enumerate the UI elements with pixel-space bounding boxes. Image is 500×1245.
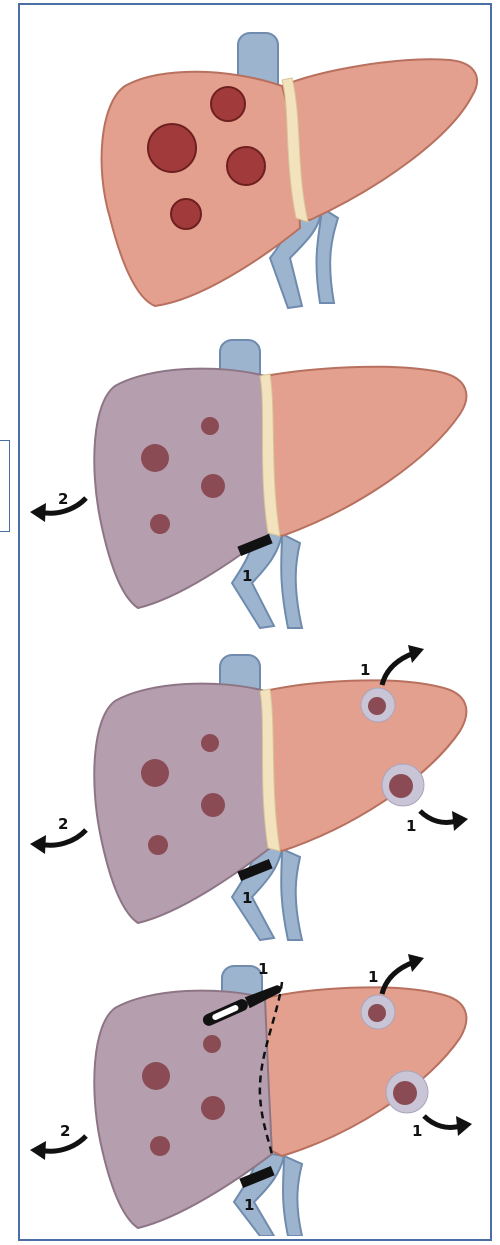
curved-arrow-icon xyxy=(420,811,456,823)
tumor xyxy=(227,147,265,185)
panel-1-liver-tumors xyxy=(20,8,490,313)
tumor xyxy=(201,474,225,498)
tumor xyxy=(368,1004,386,1022)
panel-3-ablation: 1 2 1 1 xyxy=(20,635,490,945)
ablation-label: 1 xyxy=(368,968,378,986)
clamp-label: 1 xyxy=(242,567,252,585)
panel-2-svg: 1 2 xyxy=(20,328,490,633)
tumor xyxy=(201,417,219,435)
tumor xyxy=(389,774,413,798)
panel-3-svg: 1 2 1 1 xyxy=(20,635,490,945)
tumor xyxy=(171,199,201,229)
panel-4-svg: 1 1 2 1 1 xyxy=(20,946,490,1236)
arrowhead xyxy=(408,954,424,972)
tumor xyxy=(211,87,245,121)
ablation-label: 1 xyxy=(406,817,416,835)
tumor xyxy=(150,1136,170,1156)
arrowhead xyxy=(30,1141,46,1160)
tumor xyxy=(141,444,169,472)
right-lobe xyxy=(282,59,477,220)
tumor xyxy=(142,1062,170,1090)
knife-label: 1 xyxy=(258,960,268,978)
tumor xyxy=(368,697,386,715)
left-lobe xyxy=(102,72,300,306)
tumor xyxy=(148,835,168,855)
arrow-label: 2 xyxy=(58,815,68,833)
tumor xyxy=(201,734,219,752)
tumor xyxy=(148,124,196,172)
panel-4-resection: 1 1 2 1 1 xyxy=(20,946,490,1236)
arrowhead xyxy=(30,835,46,854)
arrowhead xyxy=(456,1116,472,1136)
arrow-label: 2 xyxy=(58,490,68,508)
clamp-label: 1 xyxy=(244,1196,254,1214)
side-tab xyxy=(0,440,10,532)
tumor xyxy=(203,1035,221,1053)
arrowhead xyxy=(408,645,424,663)
right-lobe xyxy=(260,367,466,536)
tumor xyxy=(150,514,170,534)
panel-2-clamp: 1 2 xyxy=(20,328,490,633)
tumor xyxy=(201,1096,225,1120)
tumor xyxy=(141,759,169,787)
tumor xyxy=(201,793,225,817)
arrowhead xyxy=(452,811,468,831)
arrow-label: 2 xyxy=(60,1122,70,1140)
clamp-label: 1 xyxy=(242,889,252,907)
panel-1-svg xyxy=(20,8,490,313)
curved-arrow-icon xyxy=(424,1116,460,1128)
tumor xyxy=(393,1081,417,1105)
ablation-label: 1 xyxy=(360,661,370,679)
arrowhead xyxy=(30,503,46,522)
ablation-label: 1 xyxy=(412,1122,422,1140)
